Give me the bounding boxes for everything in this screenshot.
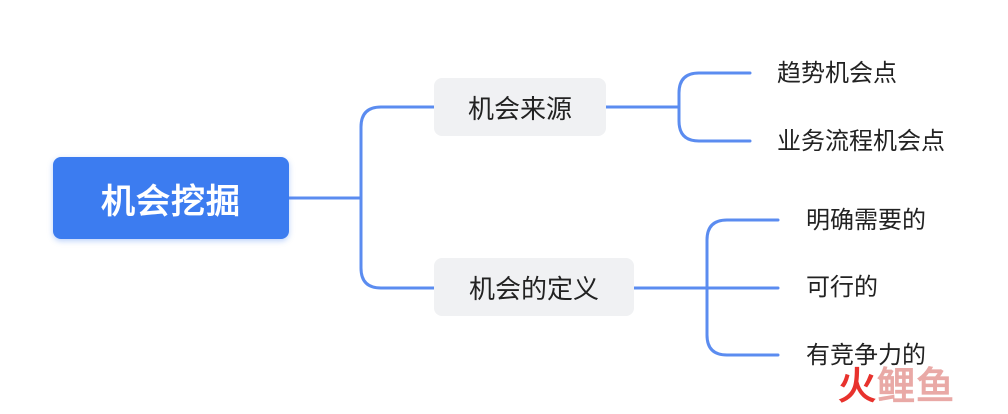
branch2-fork — [705, 218, 780, 357]
leaf-node-feasible[interactable]: 可行的 — [806, 273, 878, 301]
leaf-node-competitive[interactable]: 有竞争力的 — [806, 341, 926, 369]
branch-node-label: 机会的定义 — [468, 274, 599, 305]
watermark-rest-chars: 鲤鱼 — [877, 364, 956, 408]
root-node-label: 机会挖掘 — [101, 181, 241, 222]
branch-node-opportunity-source[interactable]: 机会来源 — [434, 78, 606, 136]
leaf-node-trend-opportunity[interactable]: 趋势机会点 — [777, 59, 897, 87]
watermark-first-char: 火 — [838, 364, 878, 408]
branch1-fork — [677, 71, 752, 143]
trunk-connector — [359, 105, 436, 290]
leaf-node-clear-need[interactable]: 明确需要的 — [806, 206, 926, 234]
watermark-logo: 火鲤鱼 — [838, 364, 955, 408]
leaf-node-process-opportunity[interactable]: 业务流程机会点 — [777, 127, 945, 155]
root-node[interactable]: 机会挖掘 — [53, 157, 289, 239]
branch-node-opportunity-definition[interactable]: 机会的定义 — [434, 258, 634, 316]
branch-node-label: 机会来源 — [467, 94, 572, 125]
